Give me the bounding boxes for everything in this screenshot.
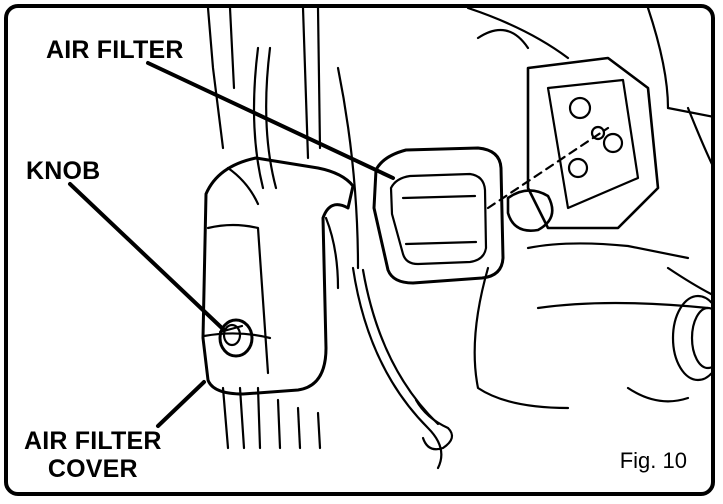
air-filter-label: AIR FILTER [46, 36, 184, 64]
housing-line [206, 8, 225, 150]
engine-illustration [68, 8, 711, 470]
air-filter-cover-label: AIR FILTER COVER [24, 427, 162, 483]
knob-shape [218, 318, 254, 358]
air-filter-leader [146, 61, 395, 180]
air-filter-shape [372, 146, 505, 285]
air-filter-cover-shape [201, 156, 355, 396]
knob-leader [68, 182, 226, 332]
diagram-frame: AIR FILTER KNOB AIR FILTER COVER Fig. 10 [4, 4, 715, 496]
air-filter-cover-label-line1: AIR FILTER [24, 427, 162, 455]
figure-caption: Fig. 10 [619, 448, 687, 473]
knob-label: KNOB [26, 157, 101, 185]
air-filter-cover-leader [156, 380, 206, 428]
carburetor-mount [526, 56, 660, 230]
air-filter-cover-label-line2: COVER [47, 454, 138, 483]
